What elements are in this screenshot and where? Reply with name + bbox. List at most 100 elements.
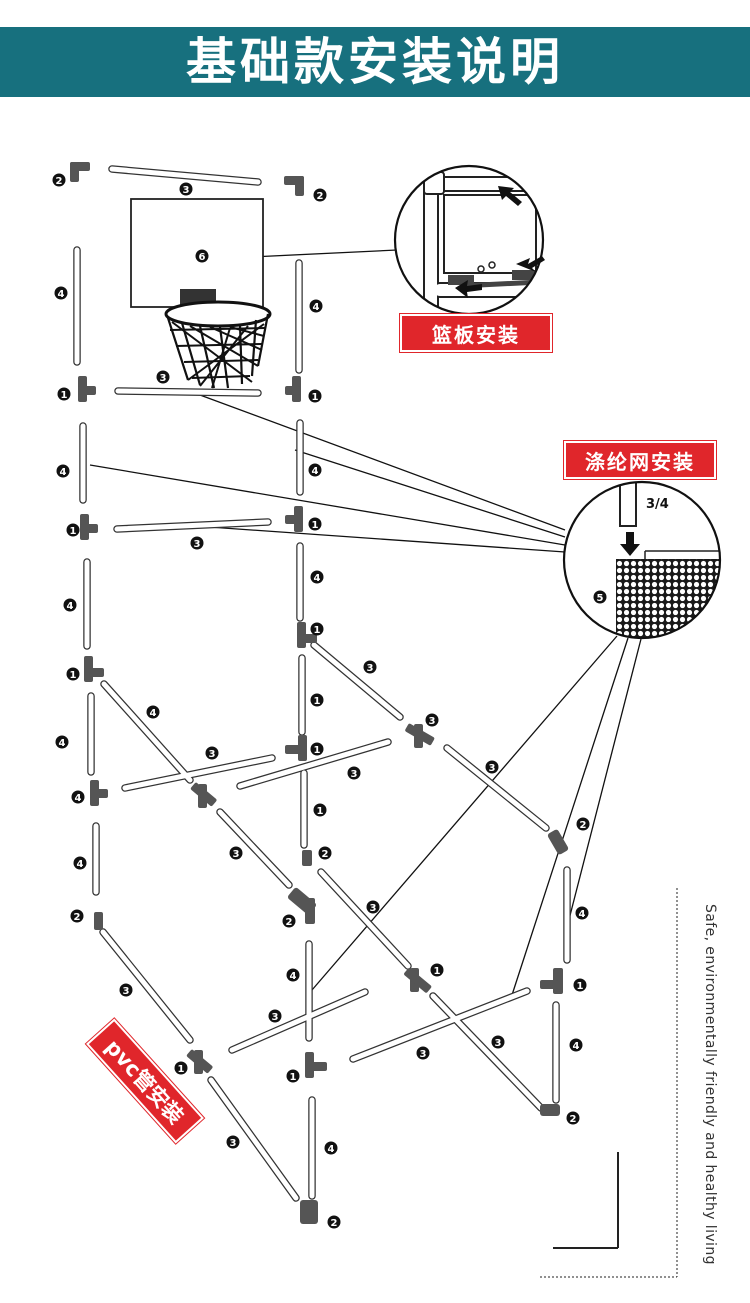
backboard-install-label: 篮板安装: [402, 316, 550, 350]
part-badge: 4: [324, 1141, 338, 1155]
part-badge: 3: [190, 536, 204, 550]
part-badge-number: 2: [56, 176, 63, 187]
part-badge-number: 3: [420, 1049, 427, 1060]
part-badge: 4: [63, 598, 77, 612]
part-badge: 1: [310, 742, 324, 756]
part-badge: 4: [73, 856, 87, 870]
part-badge: 4: [55, 735, 69, 749]
header-banner: 基础款安装说明: [0, 27, 750, 97]
part-badge-number: 3: [351, 769, 358, 780]
part-badge-number: 3: [123, 986, 130, 997]
part-badge-number: 2: [580, 820, 587, 831]
leader-lines: [89, 249, 642, 996]
basketball-hoop-icon: [164, 289, 272, 389]
part-badge-number: 3: [183, 185, 190, 196]
part-badge-number: 4: [150, 708, 157, 719]
part-badge-number: 4: [328, 1144, 335, 1155]
part-badge: 1: [174, 1061, 188, 1075]
part-badge-number: 1: [312, 392, 319, 403]
part-badge-number: 2: [317, 191, 324, 202]
part-badge: 2: [70, 909, 84, 923]
part-badge: 3: [156, 370, 170, 384]
part-badge: 2: [327, 1215, 341, 1229]
part-badge: 4: [308, 463, 322, 477]
part-badge: 3: [205, 746, 219, 760]
part-badge-number: 1: [70, 526, 77, 537]
part-badge: 3: [226, 1135, 240, 1149]
part-badge-number: 4: [290, 971, 297, 982]
part-badge-number: 1: [314, 696, 321, 707]
part-badge-number: 3: [489, 763, 496, 774]
part-badge: 4: [309, 299, 323, 313]
part-badge: 1: [286, 1069, 300, 1083]
part-badge-number: 2: [570, 1114, 577, 1125]
part-badge-number: 4: [314, 573, 321, 584]
part-badge: 2: [576, 817, 590, 831]
part-badge-number: 2: [74, 912, 81, 923]
side-bracket: [540, 888, 678, 1278]
part-badge: 1: [313, 803, 327, 817]
part-badge-number: 3: [194, 539, 201, 550]
part-badge-number: 1: [434, 966, 441, 977]
part-badge: 3: [363, 660, 377, 674]
part-badge: 4: [575, 906, 589, 920]
part-badge-number: 4: [313, 302, 320, 313]
part-badge: 4: [71, 790, 85, 804]
part-badge: 3: [416, 1046, 430, 1060]
part-badge: 3: [179, 182, 193, 196]
part-badge: 3: [119, 983, 133, 997]
part-badge-number: 4: [59, 738, 66, 749]
part-badge-number: 3: [495, 1038, 502, 1049]
connectors: [70, 162, 569, 1224]
part-badge: 3: [425, 713, 439, 727]
part-badge: 6: [195, 249, 209, 263]
part-badge-number: 4: [58, 289, 65, 300]
part-badge: 2: [52, 173, 66, 187]
part-badge-number: 1: [312, 520, 319, 531]
part-badge-number: 4: [579, 909, 586, 920]
net-install-label: 涤纶网安装: [566, 443, 714, 477]
part-badge-number: 1: [61, 390, 68, 401]
part-badge-number: 4: [312, 466, 319, 477]
side-slogan: Safe, environmentally friendly and healt…: [702, 904, 718, 1265]
part-badge-number: 4: [573, 1041, 580, 1052]
part-badge: 2: [282, 914, 296, 928]
part-badge: 1: [310, 693, 324, 707]
part-badge: 3: [229, 846, 243, 860]
part-badge-number: 5: [597, 593, 604, 604]
part-badge: 3: [366, 900, 380, 914]
part-badge-number: 1: [314, 745, 321, 756]
part-badge: 1: [57, 387, 71, 401]
part-badge-number: 2: [322, 849, 329, 860]
part-badge-number: 2: [286, 917, 293, 928]
part-badge-number: 4: [77, 859, 84, 870]
part-badge: 4: [286, 968, 300, 982]
part-badge: 5: [593, 590, 607, 604]
part-badge: 1: [573, 978, 587, 992]
backboard-detail-callout: [393, 164, 545, 316]
part-badge: 4: [54, 286, 68, 300]
page-title: 基础款安装说明: [186, 33, 564, 91]
part-number-badges: 2 2 3 6 4 4 3 1 1 4 4 1 1 3 4 4 1 1 3 4 1 4 3 3 1 3 4 1 3 2 3 4 2 2 3 1 4 2 1 4…: [52, 173, 607, 1229]
part-badge-number: 1: [577, 981, 584, 992]
part-badge-number: 1: [70, 670, 77, 681]
part-badge-number: 3: [230, 1138, 237, 1149]
part-badge: 3: [268, 1009, 282, 1023]
pipes: [73, 165, 571, 1202]
part-badge-number: 3: [370, 903, 377, 914]
part-badge-number: 1: [317, 806, 324, 817]
part-badge-number: 3: [233, 849, 240, 860]
part-badge: 1: [66, 667, 80, 681]
callout-part-label: 3/4: [646, 497, 669, 512]
part-badge: 2: [318, 846, 332, 860]
part-badge: 2: [566, 1111, 580, 1125]
part-badge-number: 4: [60, 467, 67, 478]
part-badge-number: 6: [199, 252, 206, 263]
arrow-icon: [455, 186, 545, 298]
part-badge: 4: [310, 570, 324, 584]
part-badge-number: 3: [209, 749, 216, 760]
part-badge: 1: [430, 963, 444, 977]
part-badge: 1: [308, 389, 322, 403]
part-badge-number: 3: [272, 1012, 279, 1023]
